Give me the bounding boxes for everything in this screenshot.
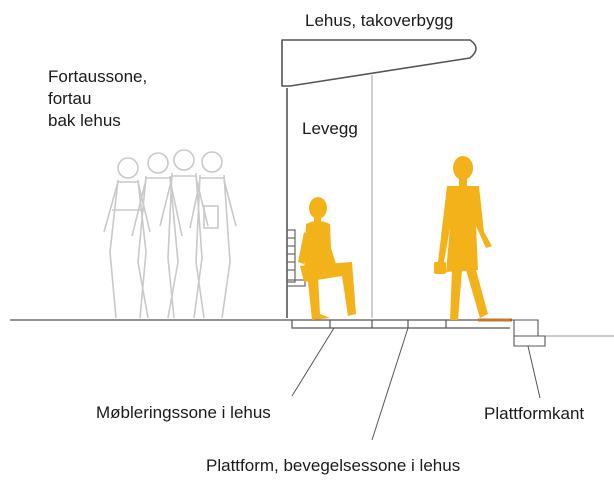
platform-edge-label: Plattformkant [484,404,585,423]
shelter-roof [281,39,477,87]
furniture-zone-label: Møbleringssone i lehus [96,403,271,422]
leader-lines [291,327,541,441]
sidewalk-zone-line-3: bak lehus [48,111,121,130]
wind-wall-label: Levegg [302,119,358,138]
platform-kerb [510,319,546,347]
sidewalk-zone-line-1: Fortaussone, [48,67,148,86]
platform-movement-zone-label: Plattform, bevegelsessone i lehus [206,456,461,475]
platform-slab [291,319,510,329]
sidewalk-zone-line-2: fortau [48,89,92,108]
shelter-roof-label: Lehus, takoverbygg [305,11,454,30]
sitting-person-icon [298,197,356,320]
sidewalk-zone-label: Fortaussone, fortau bak lehus [48,66,188,132]
standing-person-icon [434,156,492,320]
bench [286,229,306,287]
ghost-crowd-icon [103,149,237,319]
